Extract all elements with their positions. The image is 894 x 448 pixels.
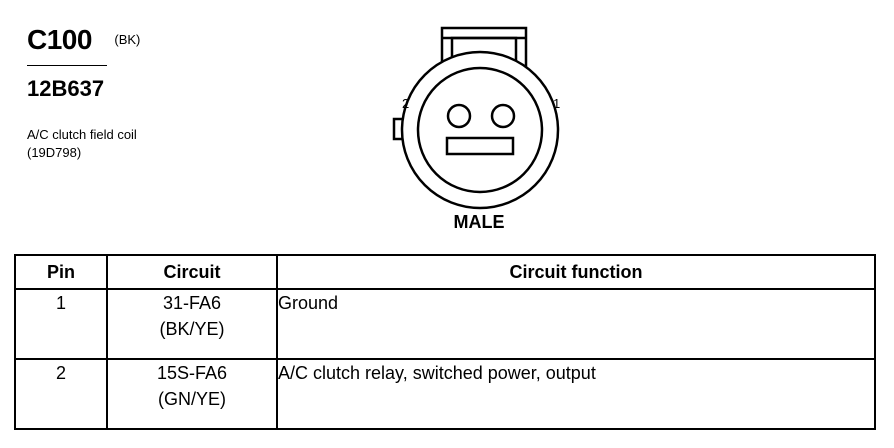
- pin-table: Pin Circuit Circuit function 1 31-FA6 (B…: [14, 254, 876, 430]
- cell-pin: 2: [14, 358, 108, 430]
- table-row: 1 31-FA6 (BK/YE) Ground: [14, 288, 876, 360]
- table-row: 2 15S-FA6 (GN/YE) A/C clutch relay, swit…: [14, 358, 876, 430]
- circuit-number: 31-FA6: [162, 293, 222, 313]
- connector-shell: [400, 50, 560, 210]
- connector-description: A/C clutch field coil (19D798): [27, 126, 137, 162]
- pin-label-1: 1: [553, 96, 560, 111]
- circuit-color: (BK/YE): [159, 319, 225, 339]
- connector-face: [416, 66, 544, 194]
- cell-pin: 1: [14, 288, 108, 360]
- table-header-row: Pin Circuit Circuit function: [14, 254, 876, 290]
- cell-circuit: 15S-FA6 (GN/YE): [106, 358, 278, 430]
- view-label: MALE: [453, 212, 505, 232]
- header-circuit: Circuit: [106, 254, 278, 290]
- pin-label-2: 2: [402, 96, 409, 111]
- pin-socket-2: [446, 103, 472, 129]
- header-underline: [27, 65, 107, 66]
- circuit-color: (GN/YE): [157, 389, 226, 409]
- connector-diagram: 2 1: [392, 26, 560, 210]
- cell-circuit-function: A/C clutch relay, switched power, output: [276, 358, 876, 430]
- cell-circuit-function: Ground: [276, 288, 876, 360]
- key-slot: [445, 136, 515, 156]
- header-circuit-function: Circuit function: [276, 254, 876, 290]
- description-line-2: (19D798): [27, 145, 82, 160]
- connector-color-code: (BK): [114, 32, 141, 47]
- latch-outer: [440, 26, 528, 74]
- connector-header: C100 (BK): [27, 24, 327, 56]
- connector-id: C100: [27, 24, 92, 55]
- circuit-number: 15S-FA6: [156, 363, 228, 383]
- pin-socket-1: [490, 103, 516, 129]
- header-pin: Pin: [14, 254, 108, 290]
- description-line-1: A/C clutch field coil: [27, 127, 137, 142]
- cell-circuit: 31-FA6 (BK/YE): [106, 288, 278, 360]
- part-number: 12B637: [27, 76, 105, 101]
